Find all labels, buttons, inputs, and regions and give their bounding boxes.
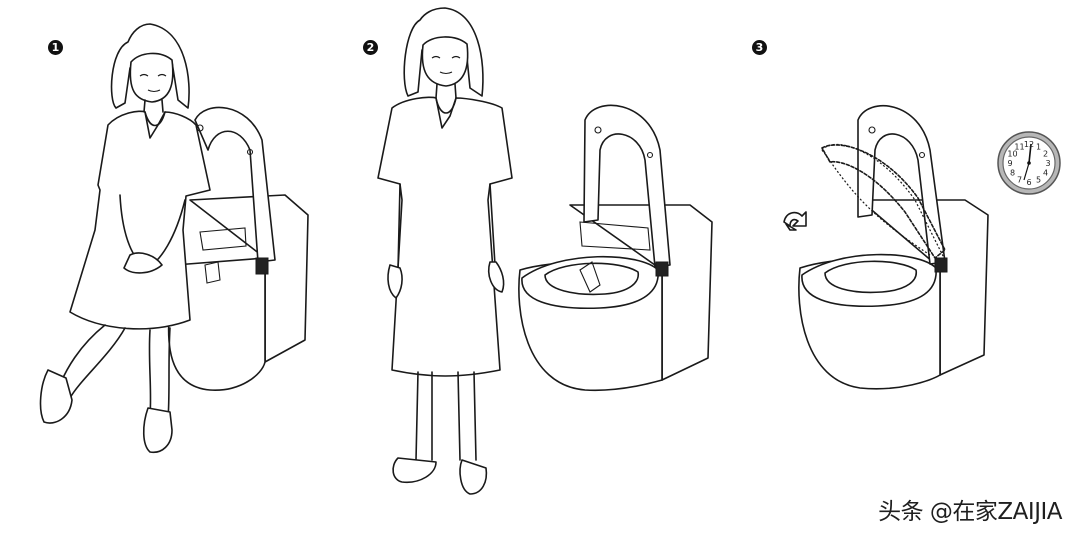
clock-numeral: 4 (1043, 169, 1048, 178)
step2-woman-standing (377, 7, 513, 495)
step1-woman-seated (39, 23, 211, 454)
clock-numeral: 2 (1043, 150, 1048, 159)
step1-toilet (167, 106, 309, 391)
watermark-text: 头条 @在家ZAIJIA (878, 499, 1062, 525)
clock-numeral: 3 (1045, 159, 1050, 168)
clock-numeral: 9 (1007, 159, 1012, 168)
clock-numeral: 5 (1036, 176, 1041, 185)
clock-numeral: 12 (1024, 140, 1034, 149)
clock-numeral: 6 (1026, 178, 1031, 187)
step3-toilet (798, 105, 989, 390)
clock-numeral: 7 (1017, 176, 1022, 185)
clock-numeral: 1 (1036, 143, 1041, 152)
clock-numeral: 8 (1010, 169, 1015, 178)
step-2-badge: 2 (363, 40, 378, 55)
clock-numeral: 11 (1014, 143, 1024, 152)
step-3-badge: 3 (752, 40, 767, 55)
rotate-arrow-icon (783, 211, 807, 231)
clock-numeral: 10 (1007, 150, 1017, 159)
step-1-badge: 1 (48, 40, 63, 55)
step2-toilet (518, 104, 713, 392)
